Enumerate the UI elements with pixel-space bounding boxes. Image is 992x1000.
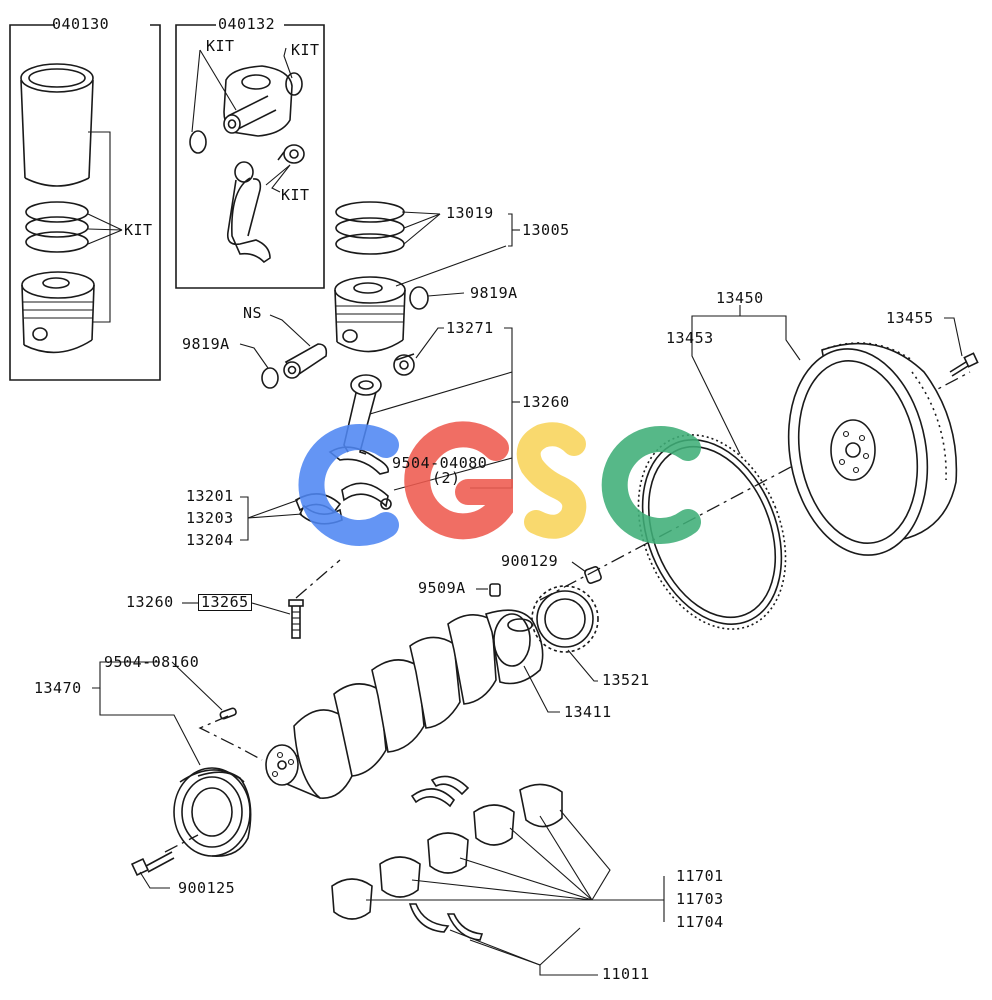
piston-rings-kit (25, 201, 89, 253)
label-13260-right: 13260 (522, 393, 570, 411)
cylinder-liner (20, 63, 94, 187)
label-13019: 13019 (446, 204, 494, 222)
label-9819a-left: 9819A (182, 335, 230, 353)
label-13450: 13450 (716, 289, 764, 307)
label-9509a: 9509A (418, 579, 466, 597)
label-kit-conrod: KIT (281, 186, 310, 204)
label-13271: 13271 (446, 319, 494, 337)
label-13455: 13455 (886, 309, 934, 327)
label-11703: 11703 (676, 890, 724, 908)
leaders-bearings (366, 809, 665, 976)
label-900129: 900129 (501, 552, 559, 570)
label-13411: 13411 (564, 703, 612, 721)
dowel-900129 (584, 566, 602, 584)
label-11704: 11704 (676, 913, 724, 931)
conrod-cap (341, 482, 392, 510)
piston-pin-ns (283, 343, 328, 379)
label-11011: 11011 (602, 965, 650, 983)
leaders-flywheel (691, 305, 963, 455)
conrod-bearings (295, 493, 343, 525)
conrod-bolt-13265 (288, 559, 341, 639)
label-kit-snapring: KIT (291, 41, 320, 59)
piston-13005 (334, 276, 406, 353)
snap-ring-9819a-right (409, 286, 429, 310)
label-13201: 13201 (186, 487, 234, 505)
leaders-040132 (191, 47, 293, 193)
snap-ring-9819a-left (261, 367, 279, 389)
label-13470: 13470 (34, 679, 82, 697)
kit-box-040130 (9, 24, 161, 381)
label-13005: 13005 (522, 221, 570, 239)
label-11701: 11701 (676, 867, 724, 885)
leaders-040130 (87, 131, 123, 323)
label-13203: 13203 (186, 509, 234, 527)
label-13260-left: 13260 (126, 593, 174, 611)
label-13265: 13265 (198, 594, 252, 611)
label-040132: 040132 (218, 15, 276, 33)
key-9509a (489, 583, 501, 597)
conrod-kit (226, 144, 305, 264)
flywheel-bolt-13455 (949, 352, 979, 377)
connecting-rod-13260 (328, 374, 390, 475)
pulley-bolt-900125 (130, 851, 175, 877)
label-9819a-right: 9819A (470, 284, 518, 302)
ring-gear-13453 (637, 434, 787, 630)
label-9504-04080: 9504-04080 (392, 454, 488, 472)
label-13521: 13521 (602, 671, 650, 689)
label-900125: 900125 (178, 879, 236, 897)
small-end-bushing (393, 353, 415, 376)
piston-pin-kit (189, 65, 303, 154)
label-ns: NS (243, 304, 263, 322)
label-kit-pin: KIT (206, 37, 235, 55)
label-040130: 040130 (52, 15, 110, 33)
main-bearings (331, 775, 563, 941)
label-kit-rings: KIT (124, 221, 153, 239)
kit-box-040132 (175, 24, 325, 289)
crankshaft-13411 (265, 609, 544, 800)
pin-9504-08160 (198, 707, 263, 761)
leaders-crank (92, 561, 598, 889)
label-9504-08160: 9504-08160 (104, 653, 200, 671)
flywheel-13450 (787, 342, 958, 556)
label-13204: 13204 (186, 531, 234, 549)
piston-rings-13019 (335, 201, 405, 255)
piston-kit (21, 271, 95, 354)
crank-gear-13521 (531, 585, 599, 653)
label-qty-2: (2) (432, 469, 461, 487)
label-13453: 13453 (666, 329, 714, 347)
crank-pulley-13470 (173, 767, 252, 857)
